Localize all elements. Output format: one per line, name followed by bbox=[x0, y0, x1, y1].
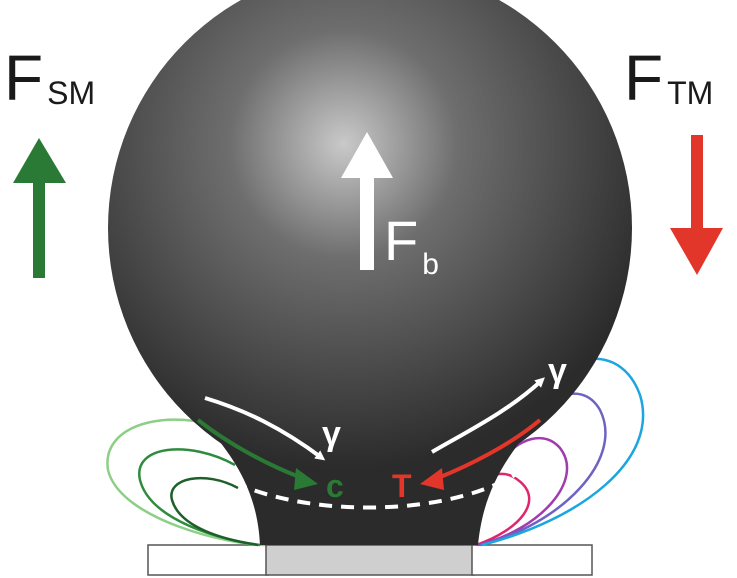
f-sm-sub: SM bbox=[47, 75, 95, 111]
left-field-loops bbox=[106, 418, 266, 547]
left-loop-inner bbox=[170, 476, 259, 547]
gamma-right-label: γ bbox=[548, 352, 567, 390]
f-tm-arrow bbox=[670, 135, 723, 275]
f-sm-main: F bbox=[4, 42, 43, 114]
f-sm-arrow-shaft bbox=[33, 175, 45, 278]
contact-line-dashed bbox=[213, 466, 527, 510]
bubble bbox=[108, 0, 632, 545]
buoyancy-arrow-head bbox=[341, 132, 393, 178]
gamma-left-label: γ bbox=[322, 415, 341, 453]
green-curved-arrow bbox=[196, 418, 303, 480]
f-b-sub: b bbox=[422, 248, 439, 281]
substrate-left-plate bbox=[147, 544, 269, 576]
f-b-main: F bbox=[384, 209, 418, 272]
substrate-right-plate bbox=[471, 544, 593, 576]
left-loop-outer bbox=[106, 418, 266, 547]
f-tm-sub: TM bbox=[667, 75, 713, 111]
red-curved-arrow-head bbox=[420, 468, 444, 490]
f-sm-arrow bbox=[13, 138, 66, 278]
red-curved-arrow bbox=[437, 418, 542, 480]
substrate-center-plate bbox=[265, 544, 475, 576]
buoyancy-arrow-shaft bbox=[360, 170, 374, 270]
gamma-arrow-left bbox=[204, 396, 326, 461]
buoyancy-arrow bbox=[341, 132, 393, 270]
f-tm-main: F bbox=[624, 42, 663, 114]
f-tm-arrow-head bbox=[670, 228, 723, 275]
f-tm-arrow-shaft bbox=[691, 135, 703, 235]
c-label: c bbox=[326, 468, 344, 504]
green-curved-arrow-head bbox=[294, 468, 318, 490]
t-label: T bbox=[392, 468, 412, 504]
f-sm-arrow-head bbox=[13, 138, 66, 183]
substrate bbox=[147, 544, 593, 576]
gamma-arrow-right bbox=[430, 377, 545, 454]
